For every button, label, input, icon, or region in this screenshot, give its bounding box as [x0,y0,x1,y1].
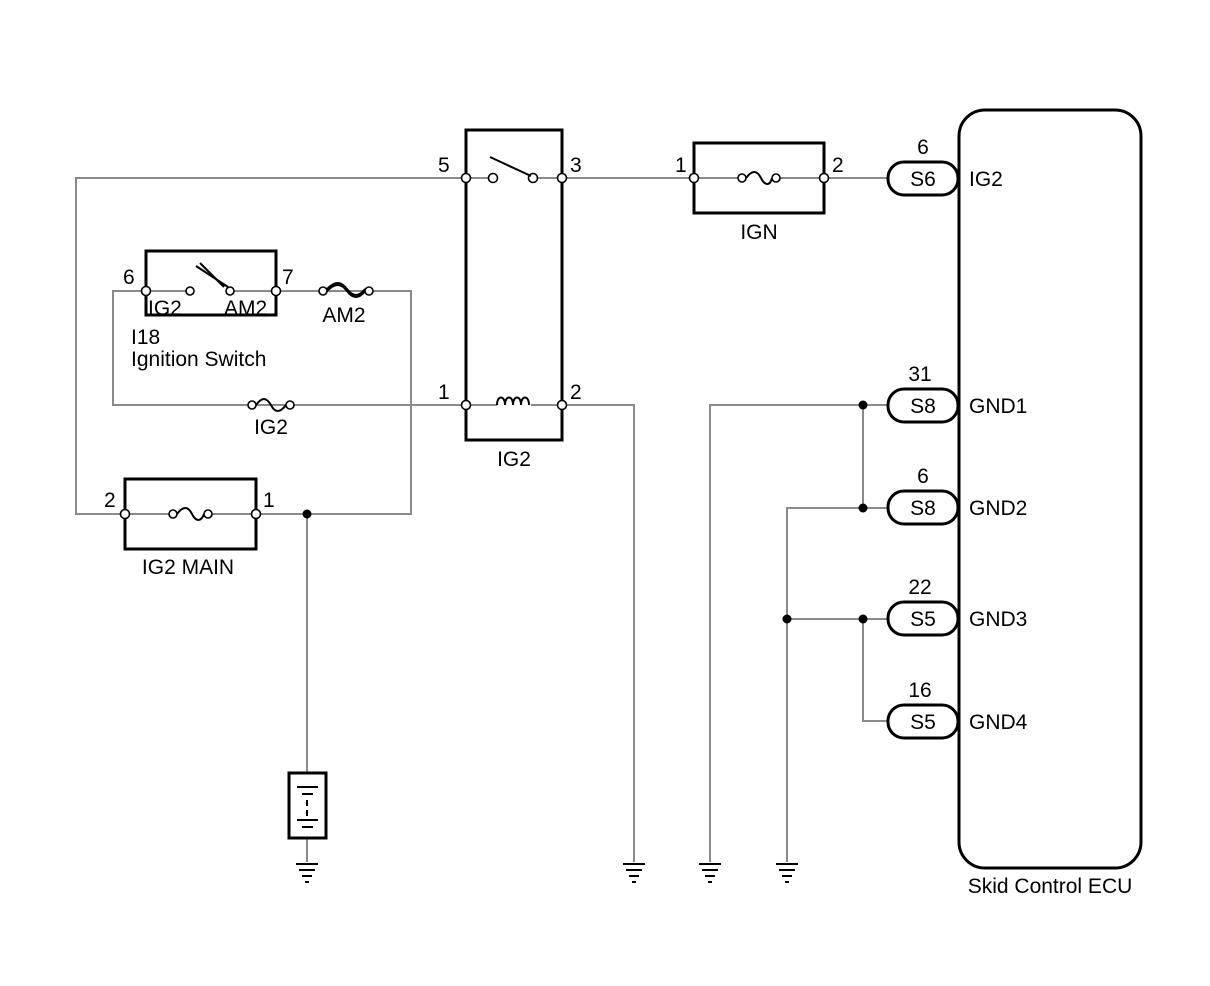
switch-code: I18 [131,326,160,349]
ecu-connector-gnd3: S5 22 GND3 [886,576,1027,637]
ig2-main-label: IG2 MAIN [142,556,234,579]
relay-pin-3: 3 [570,154,582,177]
connector-code: S6 [910,168,936,191]
ground-icon [776,863,798,883]
relay-pin-5: 5 [438,154,450,177]
ig2-fuse-label: IG2 [254,416,288,439]
ign-fuse: 1 2 IGN [675,141,844,244]
connector-pin: 6 [917,465,929,488]
am2-fuse: AM2 [318,282,374,327]
ig2-main-fuse: 2 1 IG2 MAIN [104,477,275,579]
wires [75,177,888,862]
connector-pin: 16 [908,679,931,702]
connector-pin: 31 [908,363,931,386]
relay-pin-2: 2 [570,381,582,404]
ig2-main-pin-2: 2 [104,489,116,512]
ig2-main-pin-1: 1 [263,489,275,512]
connector-pin: 22 [908,576,931,599]
connector-code: S5 [910,711,936,734]
ecu-connector-gnd2: S8 6 GND2 [886,465,1027,526]
connector-signal: GND3 [969,608,1027,631]
relay-label: IG2 [497,448,531,471]
connector-pin: 6 [917,136,929,159]
battery-symbol [287,771,328,840]
connector-code: S8 [910,395,936,418]
ground-icon [699,863,721,883]
junction-dots [302,400,868,624]
skid-control-ecu: Skid Control ECU [957,108,1143,898]
connector-signal: GND4 [969,711,1028,734]
am2-fuse-label: AM2 [322,304,365,327]
ecu-label: Skid Control ECU [968,875,1133,898]
connector-code: S8 [910,497,936,520]
connector-signal: GND2 [969,497,1027,520]
ecu-connector-ig2: S6 6 IG2 [886,136,1003,197]
switch-terminal-ig2: IG2 [148,297,182,320]
connector-signal: IG2 [969,168,1003,191]
switch-name: Ignition Switch [131,348,266,371]
ground-icon [623,863,645,883]
ign-pin-1: 1 [675,154,687,177]
ecu-connector-gnd1: S8 31 GND1 [886,363,1027,424]
ground-icon [296,863,318,883]
ign-label: IGN [740,221,777,244]
switch-pin-7: 7 [282,266,294,289]
ground-symbols [296,863,798,883]
ig2-relay: 5 3 1 2 IG2 [438,128,582,471]
switch-pin-6: 6 [123,266,135,289]
ecu-connector-gnd4: S5 16 GND4 [886,679,1028,740]
switch-terminal-am2: AM2 [224,297,267,320]
relay-pin-1: 1 [438,381,450,404]
ig2-fuse: IG2 [247,398,295,439]
ign-pin-2: 2 [832,154,844,177]
ignition-switch: 6 7 IG2 AM2 I18 Ignition Switch [123,249,294,371]
connector-signal: GND1 [969,395,1027,418]
connector-code: S5 [910,608,936,631]
